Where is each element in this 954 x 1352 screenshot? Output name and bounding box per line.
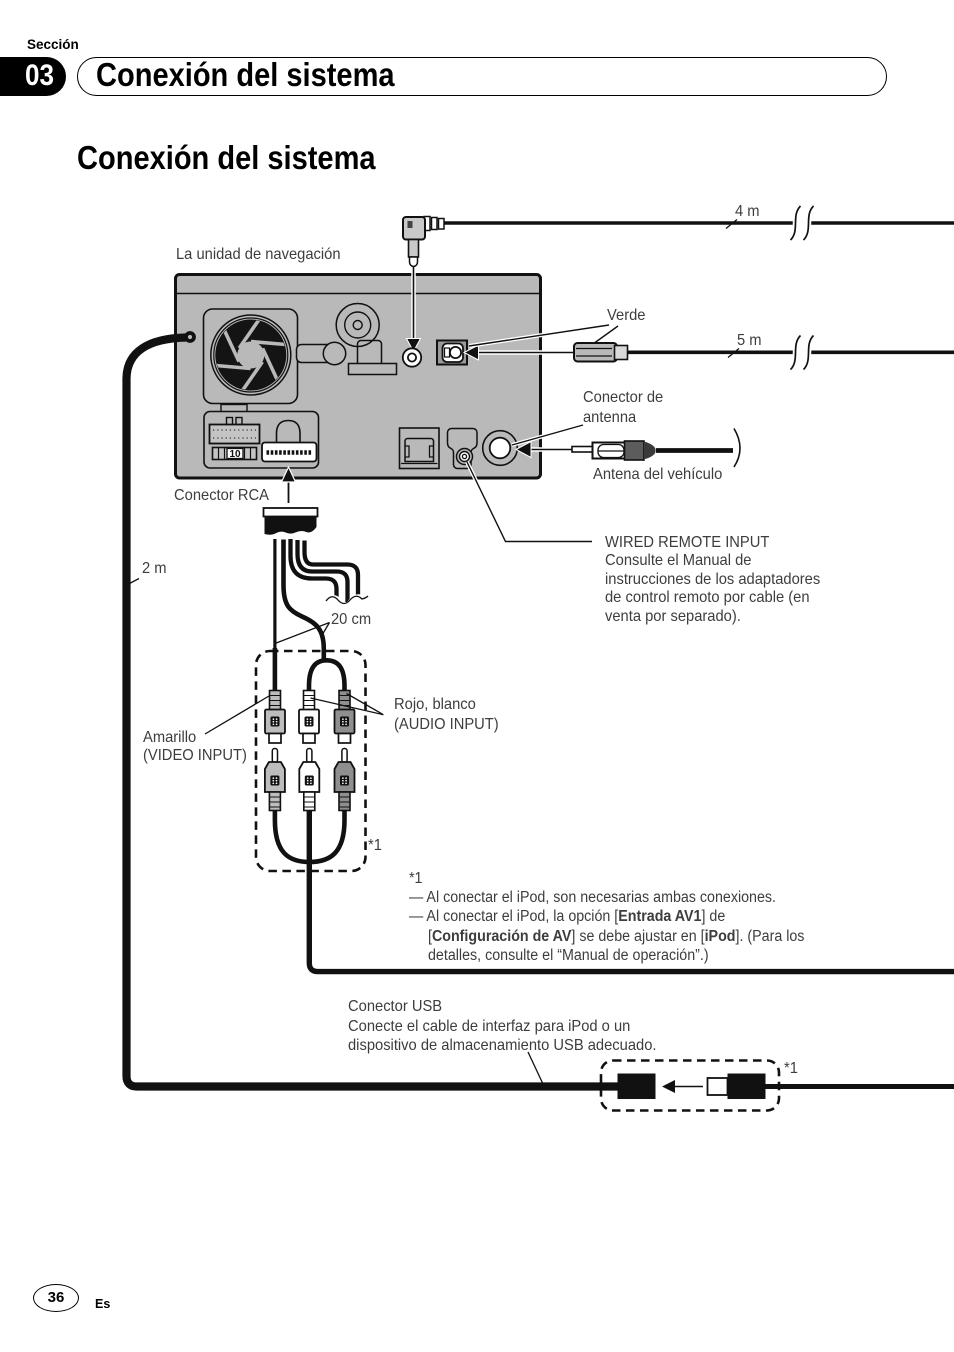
svg-text:10: 10 xyxy=(229,449,241,460)
